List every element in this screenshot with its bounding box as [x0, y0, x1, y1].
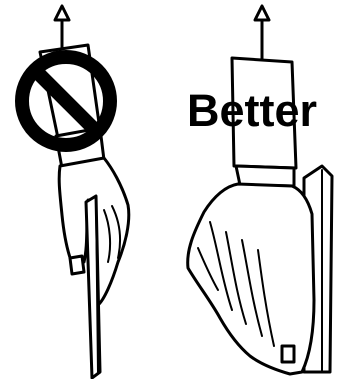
- right-up-arrow-icon: [255, 6, 269, 66]
- left-thumbnail: [70, 256, 84, 274]
- left-panel: [22, 6, 129, 378]
- right-thumbnail: [282, 346, 294, 362]
- right-panel: Better: [187, 6, 332, 374]
- left-up-arrow-icon: [55, 6, 69, 52]
- better-label: Better: [187, 85, 317, 136]
